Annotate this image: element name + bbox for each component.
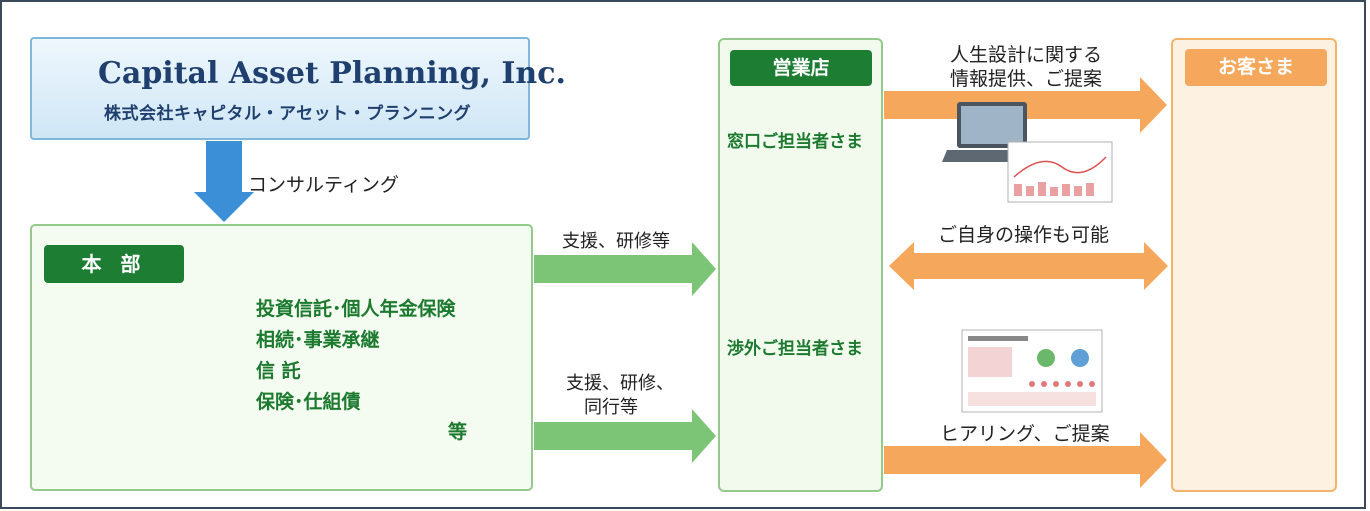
support-arrow-top	[534, 242, 716, 296]
life-design-label-2: 情報提供、ご提案	[950, 68, 1103, 90]
support-arrow-bottom	[534, 409, 716, 463]
support-label-bottom-2: 同行等	[584, 397, 638, 418]
branch-tag: 営業店	[730, 50, 872, 86]
field-staff-label: 渉外ご担当者さま	[727, 339, 863, 359]
self-operation-label: ご自身の操作も可能	[938, 224, 1110, 246]
customer-tag: お客さま	[1185, 49, 1327, 86]
customer-box	[1171, 38, 1337, 492]
support-label-bottom-1: 支援、研修、	[566, 373, 674, 394]
service-item: 投資信託･個人年金保険	[256, 298, 456, 320]
company-name-en: Capital Asset Planning, Inc.	[98, 56, 566, 91]
hearing-arrow	[884, 432, 1167, 488]
support-label-top: 支援、研修等	[562, 231, 670, 252]
proposal-sheet-icon	[961, 329, 1103, 413]
service-item: 相続･事業承継	[256, 329, 380, 351]
branch-box	[718, 38, 883, 492]
self-operation-arrow	[889, 242, 1168, 290]
consulting-label: コンサルティング	[248, 174, 399, 196]
counter-staff-label: 窓口ご担当者さま	[727, 132, 863, 152]
company-name-jp: 株式会社キャピタル・アセット・プランニング	[104, 104, 472, 124]
service-etc: 等	[448, 421, 468, 443]
service-item: 信 託	[256, 360, 301, 382]
laptop-report-icon	[942, 102, 1113, 203]
life-design-label-1: 人生設計に関する	[950, 44, 1103, 66]
headquarters-tag: 本 部	[44, 245, 184, 283]
company-box	[30, 37, 530, 140]
hearing-label: ヒアリング、ご提案	[940, 423, 1110, 445]
service-item: 保険･仕組債	[256, 391, 361, 413]
consulting-arrow	[194, 141, 254, 222]
